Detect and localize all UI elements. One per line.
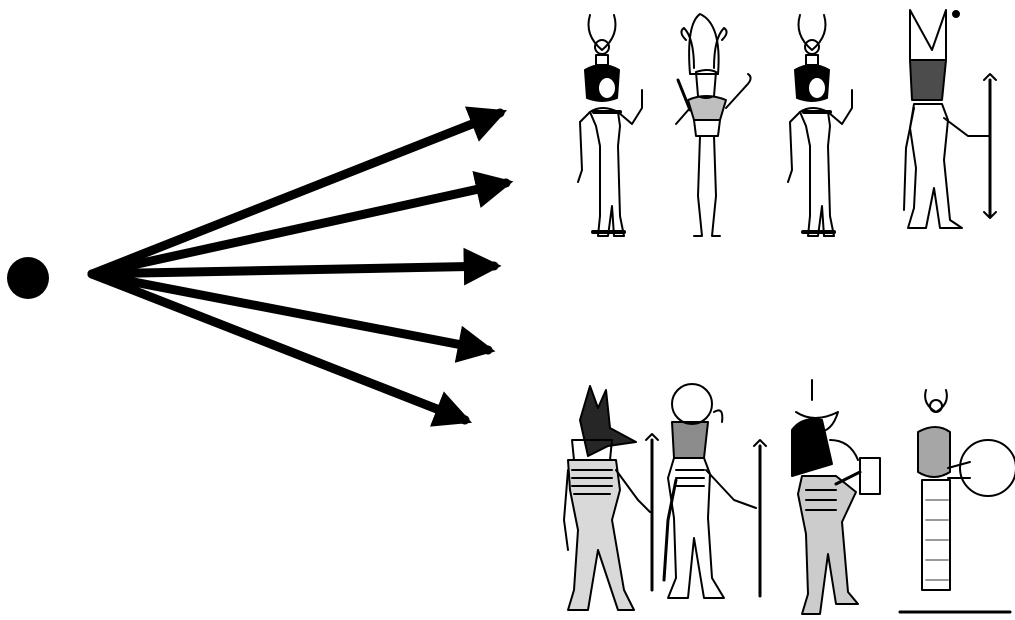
figure-row-top (578, 10, 996, 236)
figure-row-bottom (564, 380, 1015, 614)
arrow-fan (92, 113, 506, 420)
goddess-with-orb (900, 390, 1015, 612)
ibis-headed-god (792, 380, 880, 614)
goddess-figure-1 (578, 15, 642, 236)
falcon-headed-god-sun-disk (664, 384, 766, 598)
goddess-figure-2 (788, 15, 852, 236)
god-figure-atef-crown (676, 14, 751, 236)
source-dot (7, 257, 49, 299)
arrow-4 (92, 274, 488, 350)
falcon-headed-god-double-crown (904, 10, 996, 228)
arrow-3 (92, 266, 494, 274)
jackal-headed-god (564, 386, 658, 610)
arrow-5 (92, 274, 465, 420)
